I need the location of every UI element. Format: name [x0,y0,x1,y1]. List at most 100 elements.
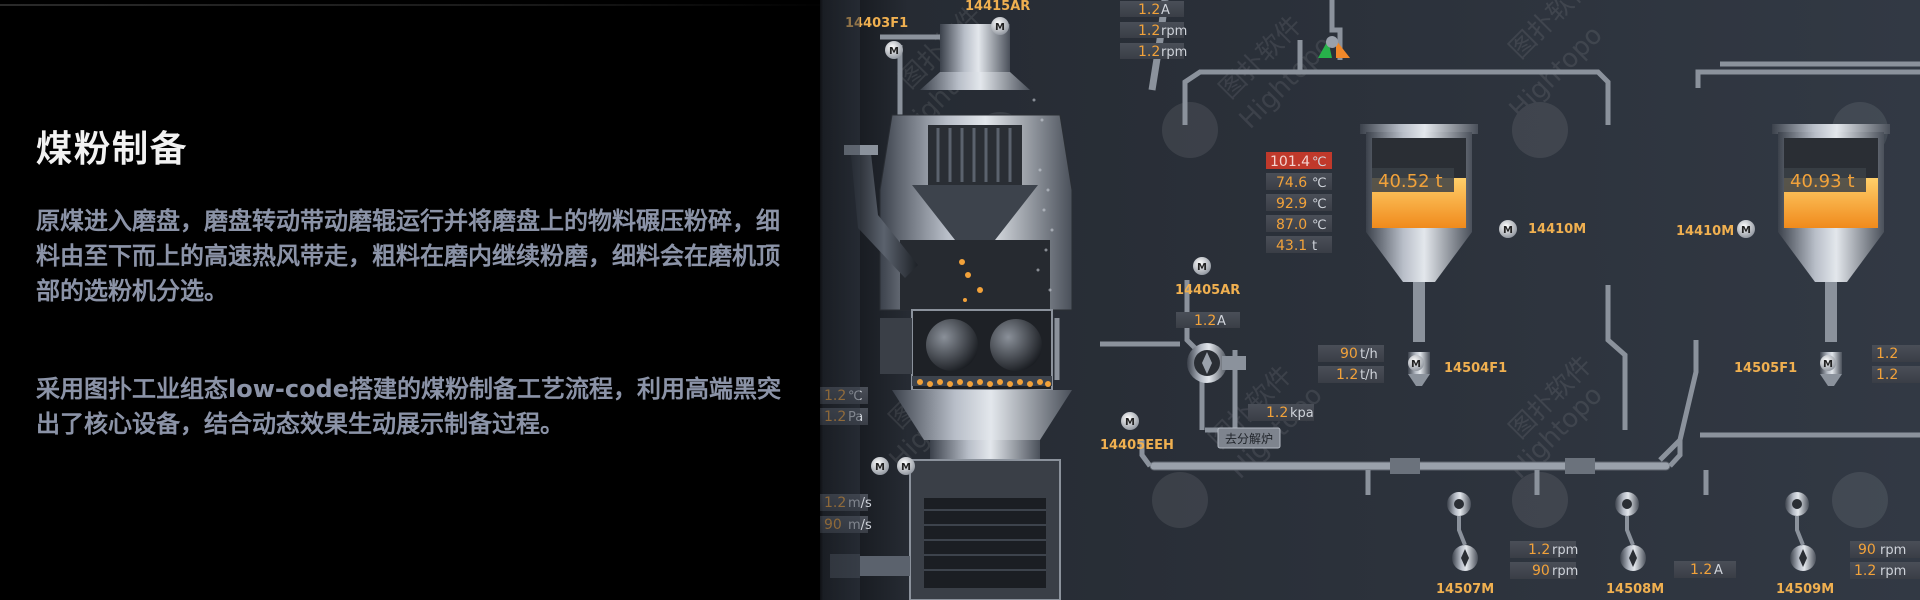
motor-icon[interactable]: M [1408,355,1424,371]
fan-blade [1202,352,1212,374]
description-panel: 煤粉制备 原煤进入磨盘，磨盘转动带动磨辊运行并将磨盘上的物料碾压粉碎，细料由至下… [0,0,840,600]
reading-chip [1120,22,1184,38]
reading-unit: rpm [1880,543,1906,558]
temp-chip [1266,194,1332,211]
temp-value: 74.6 [1276,175,1307,191]
pipe-right-side [1658,340,1699,462]
svg-text:M: M [1741,225,1751,236]
temp-unit: ℃ [1312,197,1327,212]
hopper-1-readout-bg [1372,168,1454,192]
hopper-2-lid [1772,124,1890,134]
process-diagram: 图扑软件 Hightopo 图扑软件 Hightopo 图扑软件 Hightop… [820,0,1920,600]
tag-14505F1: 14505F1 [1734,361,1797,376]
reading-unit: A [1714,563,1723,578]
flow-readings: 90 t/h 1.2 t/h [1318,345,1384,383]
svg-text:M: M [1197,262,1207,273]
reading-chip [1176,312,1240,328]
temp-unit: t [1312,239,1317,254]
temp-chip [1266,236,1332,253]
reading-unit: A [1217,314,1226,329]
reading-unit: rpm [1880,564,1906,579]
equipment-tags: 14403F1 14415AR 14405AR 14405EEH 14410M … [845,0,1834,597]
fan-outlet [1222,356,1246,370]
reading-chip [1674,561,1736,578]
fan-reading: 1.2 A [1176,312,1240,329]
grinding-chamber [900,240,1050,310]
pipe-valve [1390,458,1420,474]
air-dust [1032,98,1054,292]
reading-value: 90 [1340,346,1358,362]
fan-14509M-filter-core [1792,499,1802,509]
svg-text:M: M [1125,417,1135,428]
reading-value: 1.2 [1876,346,1898,362]
watermark-logo [1512,102,1568,158]
svg-text:M: M [1411,359,1421,370]
watermark-logo [1152,472,1208,528]
reading-chip [1318,345,1384,362]
mill-neck [930,440,1040,460]
reading-value: 1.2 [1876,367,1898,383]
svg-text:M: M [875,462,885,473]
temp-value: 43.1 [1276,238,1307,254]
reading-value: 90 [1858,542,1876,558]
bottom-readings: 1.2 rpm 90 rpm 1.2 A 90 rpm 1.2 rpm [1510,541,1920,579]
tag-14410M-right: 14410M [1676,224,1734,239]
pipe-valve [1565,458,1595,474]
fan-14508M-blade [1629,549,1637,567]
temp-value: 92.9 [1276,196,1307,212]
motor-icon[interactable]: M [1820,355,1836,371]
motor-icon[interactable]: M [885,41,903,59]
reading-unit: rpm [1161,45,1187,60]
motor-icon[interactable]: M [871,457,889,475]
reading-unit: rpm [1161,24,1187,39]
reading-value: 1.2 [1336,367,1358,383]
reading-chip [1510,562,1576,579]
tag-14509M: 14509M [1776,582,1834,597]
reading-value: 1.2 [1138,44,1160,60]
reading-value: 1.2 [1138,23,1160,39]
fan-14509M-blade [1799,549,1807,567]
reading-unit: t/h [1360,368,1378,383]
motor-icon[interactable]: M [1121,412,1139,430]
watermark-logo [1512,472,1568,528]
feeder-14504F1-cone [1408,374,1430,386]
temp-unit: ℃ [1312,218,1327,233]
svg-text:M: M [1503,225,1513,236]
hopper-2-readout-bg [1784,168,1866,192]
pipe-right-edge [1695,69,1920,88]
reading-unit: A [1161,3,1170,18]
pipe-hopper2-down [1605,285,1628,430]
temp-unit: ℃ [1312,155,1327,170]
page-title: 煤粉制备 [36,129,189,170]
motor-icon[interactable]: M [991,17,1009,35]
decomposer-button-label[interactable]: 去分解炉 [1225,432,1273,446]
reading-chip [1850,562,1920,579]
reading-unit: t/h [1360,347,1378,362]
temp-value: 87.0 [1276,217,1307,233]
temp-chip [1266,215,1332,232]
right-edge-readings: 1.2 1.2 [1872,345,1920,383]
motor-icon[interactable]: M [1193,257,1211,275]
collector-right [1668,440,1683,468]
primary-air-fan [1187,343,1246,383]
decomposer-button-bg[interactable] [1217,427,1281,449]
reading-chip [1248,404,1314,421]
coal-bed [917,379,1051,387]
mill-side-housing [880,318,912,374]
coal-mill [830,24,1073,600]
valve-node [1326,36,1338,48]
motor-icon[interactable]: M [1499,220,1517,238]
fan-14509M-pipe [1795,516,1805,546]
motor-icon[interactable]: M [897,457,915,475]
motor-icon[interactable]: M [1737,220,1755,238]
watermark-logo [1832,472,1888,528]
bottom-fans [1447,492,1816,571]
decomposer-button[interactable]: 去分解炉 [1217,427,1281,449]
tag-14403F1: 14403F1 [845,16,908,31]
flow-direction-valve [1318,36,1350,58]
tag-14405AR: 14405AR [1175,283,1240,298]
